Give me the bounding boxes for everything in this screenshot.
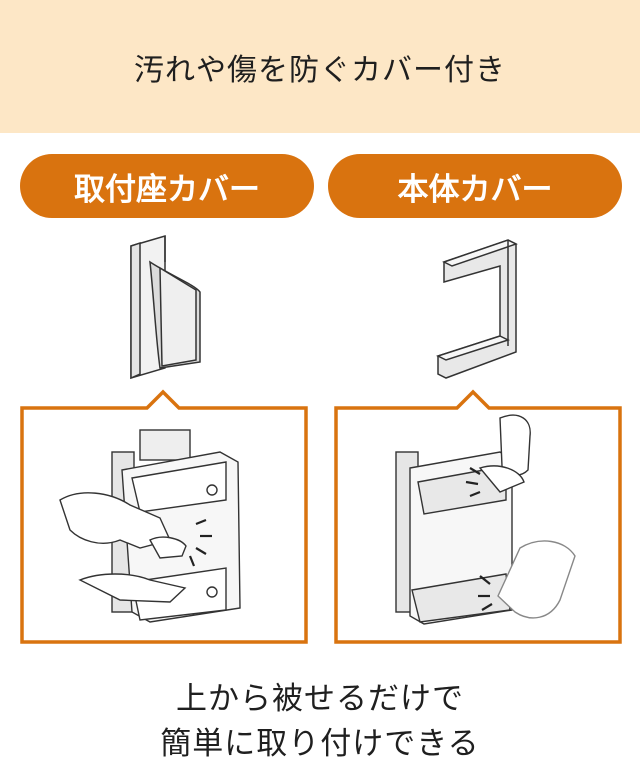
header-banner: 汚れや傷を防ぐカバー付き [0, 0, 640, 133]
caption-line-1: 上から被せるだけで [176, 681, 464, 717]
mount-cover-part-illustration [130, 234, 201, 380]
header-title: 汚れや傷を防ぐカバー付き [134, 52, 506, 88]
body-cover-install-illustration [395, 414, 576, 625]
mount-cover-install-illustration [59, 429, 241, 623]
body-cover-part-illustration [436, 239, 518, 379]
body-cover-label: 本体カバー [328, 154, 622, 218]
caption-line-2: 簡単に取り付けできる [160, 726, 480, 762]
mount-cover-label: 取付座カバー [20, 154, 314, 218]
